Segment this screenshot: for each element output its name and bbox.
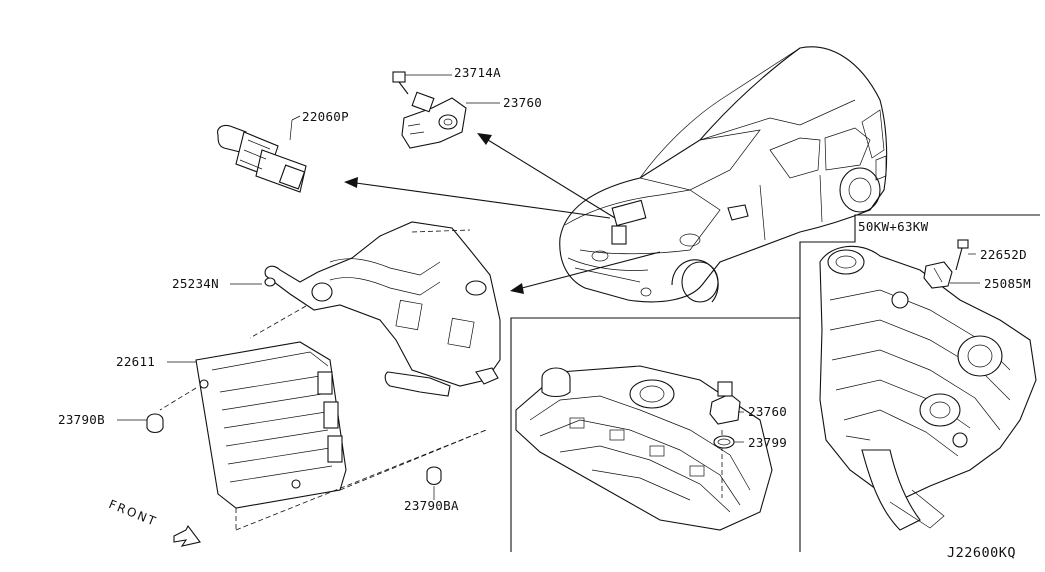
label-22611: 22611 [116,354,156,369]
label-23760-engine: 23760 [748,404,788,419]
nut-23790b-drawing [117,413,164,434]
engine-variant-caption: 50KW+63KW [858,219,929,234]
bolt-23714a-drawing [392,71,452,95]
diagram-code: J22600KQ [947,545,1017,561]
bracket-25234n-drawing [230,221,501,397]
panel-borders [510,214,1040,552]
engine-head-drawing [515,365,773,531]
engine-assembly-drawing [819,245,1037,531]
cam-sensor-engine-drawing [709,381,744,425]
vehicle-illustration [559,46,888,303]
label-23790b: 23790B [58,412,105,427]
bolt-22652d-drawing [955,239,976,271]
label-23714a: 23714A [454,65,501,80]
label-22060p: 22060P [302,109,349,124]
label-22652d: 22652D [980,247,1027,262]
pointer-arrows [344,133,661,294]
ecm-22611-drawing [159,341,487,531]
label-23799: 23799 [748,435,788,450]
label-23760-top: 23760 [503,95,543,110]
cam-sensor-23760-drawing [401,91,500,149]
front-arrow-drawing [173,524,201,547]
sensor-25085m-drawing [923,261,980,289]
label-25234n: 25234N [172,276,219,291]
label-23790ba: 23790BA [404,498,459,513]
nut-23790ba-drawing [426,466,442,500]
o-ring-23799-drawing [713,435,744,449]
label-25085m: 25085M [984,276,1031,291]
pressure-sensor-22060p-drawing [217,115,307,193]
